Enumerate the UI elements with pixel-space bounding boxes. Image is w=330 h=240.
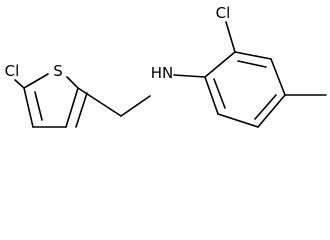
- bond-c2-c3: [234, 51, 272, 60]
- benzene-ring: [173, 51, 286, 128]
- bond-c5-ch2: [77, 87, 122, 117]
- atom-label-chlorine-aryl: Cl: [216, 4, 231, 22]
- bond-c2-s: [23, 73, 49, 89]
- bond-c6-c1-double: [213, 78, 226, 109]
- bond-c4-c5: [257, 94, 286, 128]
- bond-c5-c6: [217, 113, 259, 128]
- atom-label-chlorine-thiophene: Cl: [5, 62, 20, 80]
- bond-c5-c4: [65, 87, 79, 128]
- bond-c2-cl-aryl: [225, 21, 236, 53]
- bond-c3-c4: [270, 58, 286, 96]
- atom-label-sulfur: S: [53, 62, 63, 80]
- bond-s-c5: [66, 76, 79, 89]
- thiophene-ring: [23, 73, 88, 128]
- bond-c2-cl: [14, 79, 25, 89]
- atom-label-amine: HN: [151, 64, 174, 82]
- chemical-structure: Cl S HN Cl: [5, 4, 327, 128]
- bond-ch2-n: [120, 95, 151, 117]
- bond-c2-c3-double: [237, 60, 267, 68]
- bond-c4-c5-double: [254, 94, 277, 120]
- bond-n-c1: [173, 74, 206, 78]
- bond-c3-c2: [23, 87, 34, 128]
- bond-c5-c4-double: [75, 92, 88, 128]
- bond-c1-c2: [204, 51, 236, 78]
- bond-c6-c1: [204, 76, 219, 115]
- bond-c3-c2-double: [34, 91, 43, 121]
